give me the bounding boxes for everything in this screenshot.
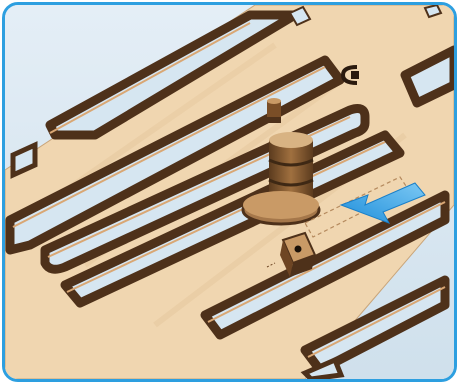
assembly-illustration xyxy=(5,5,454,379)
wooden-peg-icon xyxy=(267,98,281,123)
illustration-frame xyxy=(2,2,457,382)
